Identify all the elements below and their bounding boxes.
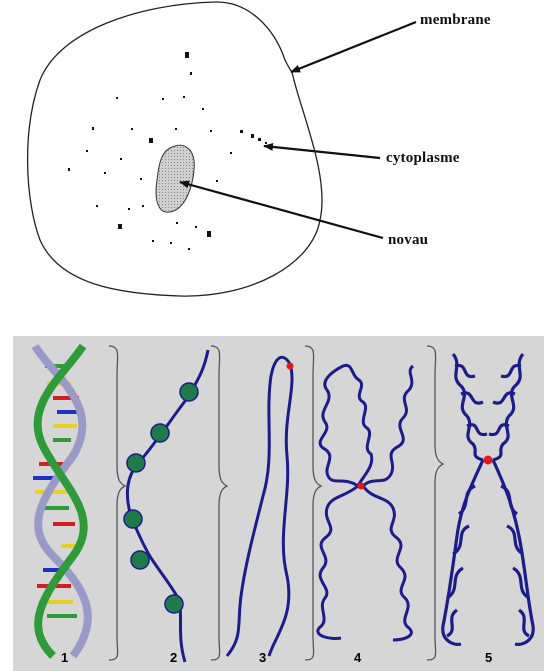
cell-drawing [0, 0, 544, 300]
stage-number-1: 1 [61, 650, 68, 665]
dna-double-helix [33, 346, 88, 656]
stage-number-5: 5 [485, 650, 492, 665]
stage-number-3: 3 [259, 650, 266, 665]
stage-number-4: 4 [354, 650, 361, 665]
condensation-drawing [13, 336, 544, 671]
nucleosome-fiber [124, 350, 208, 662]
stage-number-2: 2 [170, 650, 177, 665]
metaphase-chromosome [443, 354, 533, 644]
chromatin-fiber [227, 357, 294, 656]
cell-diagram: membrane cytoplasme novau [0, 0, 544, 300]
membrane-arrow [291, 22, 416, 72]
nucleus-label: novau [388, 232, 428, 249]
chromosome-condensation-diagram: 1 2 3 4 5 [13, 336, 544, 671]
cytoplasm-label: cytoplasme [386, 150, 460, 167]
stage-brackets [109, 346, 443, 660]
looped-chromatin [318, 365, 413, 640]
membrane-label: membrane [420, 12, 491, 29]
